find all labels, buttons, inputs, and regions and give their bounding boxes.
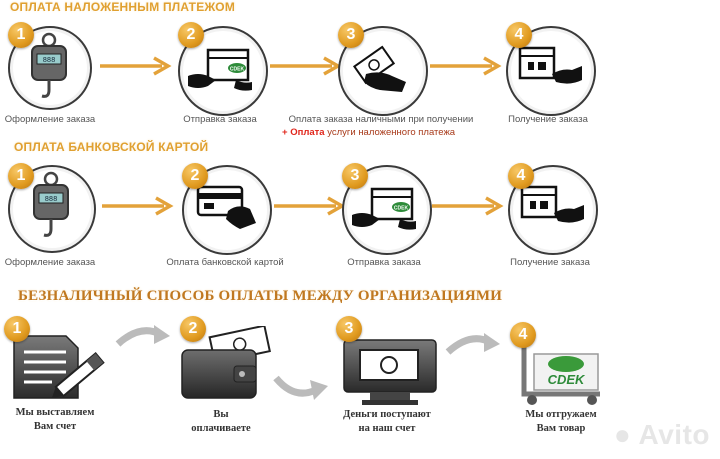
step-number-badge: 2 [178,22,204,48]
flow-arrow-icon [430,56,502,76]
section-title-cashless: БЕЗНАЛИЧНЫЙ СПОСОБ ОПЛАТЫ МЕЖДУ ОРГАНИЗА… [18,288,503,304]
step-label: Получение заказа [508,114,588,125]
curved-arrow-icon [445,333,500,355]
step-label-line-1: Вы [213,409,229,420]
step-number-badge: 4 [506,22,532,48]
step-label: Мы выставляем Вам счет [0,406,110,434]
step-label: Оплата заказа наличными при получении [288,114,474,125]
package-receive-icon [518,46,582,84]
step-label: Получение заказа [510,257,590,268]
weighing-scale-icon: 888 [31,32,67,98]
section-title-card: ОПЛАТА БАНКОВСКОЙ КАРТОЙ [14,140,209,154]
step-label: Отправка заказа [183,114,257,125]
step-number-badge: 3 [338,22,364,48]
step-label-line-2: Вам счет [33,421,77,432]
step-label: Вы оплачиваете [166,408,276,436]
parcel-delivery-icon: CDEK [188,48,252,91]
svg-text:CDEK: CDEK [394,206,409,212]
monitor-money-icon [343,339,437,405]
step-label-line-2: на наш счет [358,423,416,434]
flow-arrow-icon [270,56,342,76]
section-title-cod: ОПЛАТА НАЛОЖЕННЫМ ПЛАТЕЖОМ [10,0,236,14]
flow-arrow-icon [432,196,504,216]
parcel-delivery-icon: CDEK [352,187,416,230]
step-label: Оформление заказа [4,257,96,268]
svg-text:CDEK: CDEK [230,67,245,73]
avito-watermark: ● Avito [614,419,710,451]
step-number-badge: 1 [8,22,34,48]
step-number-badge: 1 [4,316,30,342]
step-number-badge: 2 [180,316,206,342]
watermark-text: Avito [638,419,710,450]
step-label: Оплата банковской картой [166,257,284,268]
step-number-badge: 2 [182,163,208,189]
package-receive-icon [520,185,584,223]
step-label-line-1: Мы выставляем [15,407,95,418]
avito-logo-icon: ● [613,419,632,450]
step-number-badge: 1 [8,163,34,189]
flow-arrow-icon [100,56,172,76]
bank-card-icon [196,185,256,229]
step-label: Деньги поступают на наш счет [332,408,442,436]
step-label: Отправка заказа [347,257,421,268]
step-number-badge: 4 [508,163,534,189]
cash-payment-icon [352,45,406,92]
flow-arrow-icon [102,196,174,216]
brand-text: CDEK [548,372,586,387]
svg-text:888: 888 [45,196,58,204]
wallet-icon [181,326,271,399]
fee-note-rest: услуги наложенного платежа [324,127,456,138]
step-label-line-1: Мы отгружаем [525,409,597,420]
weighing-scale-icon: 888 [33,171,69,237]
plus-sign: + [282,127,291,138]
fee-note-accent: Оплата [290,127,325,138]
cart-cdek-icon: CDEK [521,336,600,405]
flow-arrow-icon [274,196,346,216]
step-number-badge: 3 [342,163,368,189]
step-label: Мы отгружаем Вам товар [506,408,616,436]
cod-fee-note: + Оплата услуги наложенного платежа [282,127,455,138]
step-label-line-1: Деньги поступают [343,409,431,420]
step-number-badge: 3 [336,316,362,342]
step-label-line-2: Вам товар [536,423,586,434]
step-number-badge: 4 [510,322,536,348]
svg-text:888: 888 [43,57,56,65]
step-label-line-2: оплачиваете [191,423,251,434]
curved-arrow-icon [115,325,170,347]
invoice-icon [13,335,105,399]
curved-arrow-icon [273,375,328,400]
step-label: Оформление заказа [4,114,96,125]
